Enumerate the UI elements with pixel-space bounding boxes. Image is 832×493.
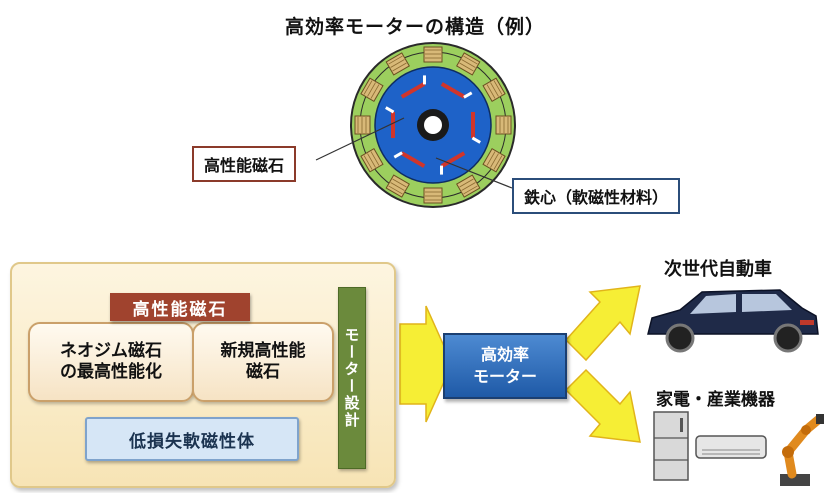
label-appliances: 家電・産業機器 <box>656 390 775 410</box>
arrow-to-appliances <box>564 368 641 443</box>
new-magnet-box: 新規高性能 磁石 <box>192 322 334 402</box>
coil-slot <box>385 174 410 198</box>
coil-slot <box>360 77 384 102</box>
coil-slot <box>456 174 481 198</box>
coil-slot <box>423 46 443 63</box>
coil-slot <box>360 148 384 173</box>
arrow-to-car <box>564 285 641 362</box>
coil-slot <box>482 77 506 102</box>
coil-slot <box>423 187 443 204</box>
new-magnet-box-text: 新規高性能 磁石 <box>220 340 306 382</box>
rotor-magnet <box>440 151 466 175</box>
rotor-magnet <box>385 106 395 138</box>
rotor-magnets <box>385 75 481 175</box>
rotor-magnet <box>393 151 426 168</box>
diagram-title: 高効率モーターの構造（例） <box>284 16 545 38</box>
refrigerator-icon <box>653 411 689 481</box>
efficient-motor-box: 高効率 モーター <box>443 333 567 399</box>
coil-slots <box>354 46 512 204</box>
motor-design-label: モーター設計 <box>342 327 361 429</box>
callout-magnet: 高性能磁石 <box>192 146 297 182</box>
coil-slot <box>482 148 506 173</box>
coil-slot <box>495 115 512 135</box>
coil-slot <box>456 52 481 76</box>
rotor-magnet <box>400 75 426 99</box>
industrial-robot-icon <box>780 414 824 486</box>
high-performance-magnet-header: 高性能磁石 <box>110 293 250 321</box>
rotor-magnet <box>440 82 473 99</box>
neodymium-box: ネオジム磁石 の最高性能化 <box>28 322 194 402</box>
air-conditioner-icon <box>695 435 767 459</box>
car-icon <box>647 289 819 353</box>
coil-slot <box>354 115 371 135</box>
callout-core: 鉄心（軟磁性材料） <box>512 178 681 214</box>
coil-slot <box>385 52 410 76</box>
motor-design-bar: モーター設計 <box>338 287 366 469</box>
neodymium-box-text: ネオジム磁石 の最高性能化 <box>60 340 162 382</box>
rotor-magnet <box>471 112 481 144</box>
label-next-gen-car: 次世代自動車 <box>664 259 772 280</box>
arrow-to-motor <box>399 305 453 423</box>
soft-magnetic-box: 低損失軟磁性体 <box>85 417 299 461</box>
motor-cross-section <box>350 42 516 208</box>
